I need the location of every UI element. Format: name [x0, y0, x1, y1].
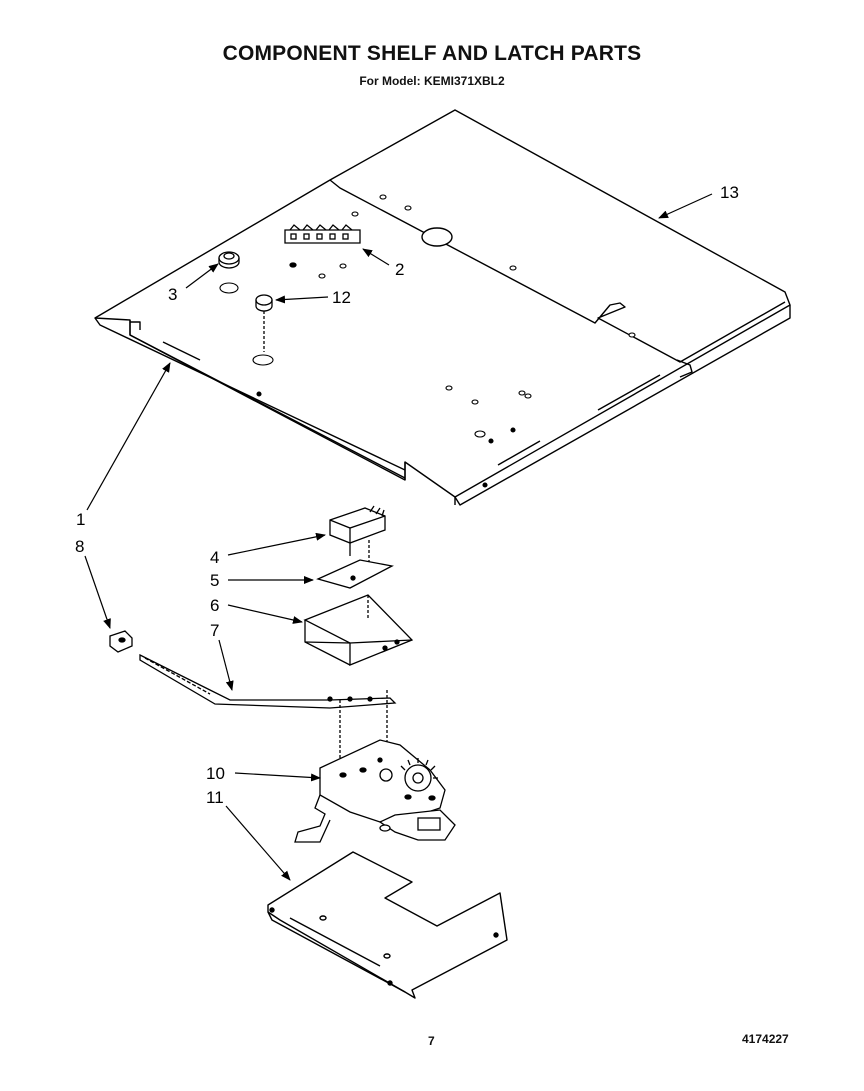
callout-8: 8 [75, 537, 84, 556]
leader-6 [227, 604, 303, 624]
leader-12 [275, 295, 329, 304]
leader-10 [234, 772, 321, 782]
callout-10: 10 [206, 764, 225, 783]
latch-plate [267, 851, 508, 999]
leader-8 [84, 555, 111, 629]
callout-12: 12 [332, 288, 351, 307]
leader-7 [218, 639, 234, 691]
callout-2: 2 [395, 260, 404, 279]
callout-11: 11 [206, 788, 224, 807]
switch-bracket [303, 594, 414, 666]
leader-1 [86, 362, 171, 511]
callout-5: 5 [210, 571, 219, 590]
page-number: 7 [428, 1034, 435, 1048]
callout-13: 13 [720, 183, 739, 202]
leader-3 [185, 263, 219, 289]
callout-4: 4 [210, 548, 219, 567]
document-number: 4174227 [742, 1032, 789, 1046]
leader-2 [362, 248, 390, 266]
callout-6: 6 [210, 596, 219, 615]
shelf-holes [219, 194, 636, 488]
latch-knob [109, 630, 133, 653]
terminal-block [284, 224, 361, 268]
grommet [218, 251, 240, 269]
callout-labels: 13 2 3 12 1 8 4 5 6 7 10 11 [75, 183, 739, 807]
latch-switch [329, 505, 386, 572]
bumper-plug [255, 294, 273, 352]
leader-11 [225, 805, 291, 881]
model-subtitle: For Model: KEMI371XBL2 [359, 74, 505, 88]
switch-insulator [316, 559, 394, 589]
latch-assembly [294, 739, 456, 843]
component-shelf [94, 109, 791, 506]
leader-4 [227, 532, 326, 556]
leader-lines [84, 193, 713, 881]
callout-1: 1 [76, 510, 85, 529]
callout-3: 3 [168, 285, 177, 304]
page-title: COMPONENT SHELF AND LATCH PARTS [222, 42, 642, 65]
callout-7: 7 [210, 621, 219, 640]
leader-13 [658, 193, 713, 219]
